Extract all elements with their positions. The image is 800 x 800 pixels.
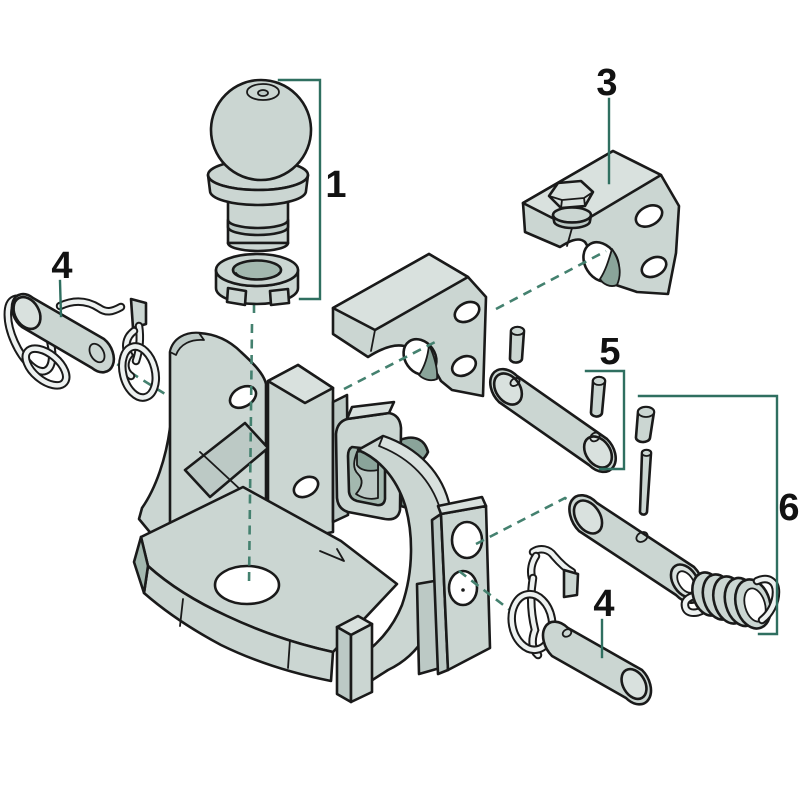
bracket-hole (450, 354, 478, 378)
bracket-hole (634, 204, 664, 228)
tow-ball (209, 78, 313, 182)
body-hole (450, 520, 484, 560)
lug-hole (228, 384, 258, 410)
linch-pin-right (507, 544, 653, 706)
latch-pin-dashed-line (475, 496, 580, 546)
pin-axis-dashed-line (103, 354, 171, 399)
body-hole (292, 475, 320, 499)
bracket-hole (453, 300, 481, 324)
callout-4-left-leader (58, 279, 63, 318)
clamp-axis-dashed-line (343, 249, 607, 391)
upper-clamp-bracket (521, 149, 681, 296)
base-hole (213, 564, 281, 606)
callout-6-label: 6 (778, 487, 799, 529)
callout-4-left-group: 4 (51, 245, 73, 318)
linch-pin-left (3, 292, 161, 402)
callout-6-group: 6 (637, 394, 800, 636)
clamp-bolt (547, 179, 595, 230)
bracket-hole (640, 255, 668, 279)
callout-6-bracket (637, 394, 779, 636)
callout-1-label: 1 (325, 164, 346, 206)
tow-ball-assembly (206, 78, 313, 307)
callout-5-bracket (584, 369, 626, 471)
body-hole (447, 569, 479, 607)
callout-1-group: 1 (277, 78, 347, 301)
callout-4-left-label: 4 (51, 245, 72, 287)
clevis-pin-kit (489, 325, 617, 474)
hitch-body-casting (132, 331, 492, 704)
coil-spring (680, 571, 781, 630)
callout-4-right-label: 4 (593, 583, 614, 625)
lock-ring (214, 252, 300, 307)
callout-4-right-group: 4 (593, 583, 615, 659)
callout-3-group: 3 (596, 62, 618, 185)
callout-5-group: 5 (584, 331, 626, 471)
lower-clamp-bracket (331, 252, 488, 398)
callout-3-label: 3 (596, 62, 617, 104)
callout-5-label: 5 (599, 331, 620, 373)
callout-1-bracket (277, 78, 322, 301)
